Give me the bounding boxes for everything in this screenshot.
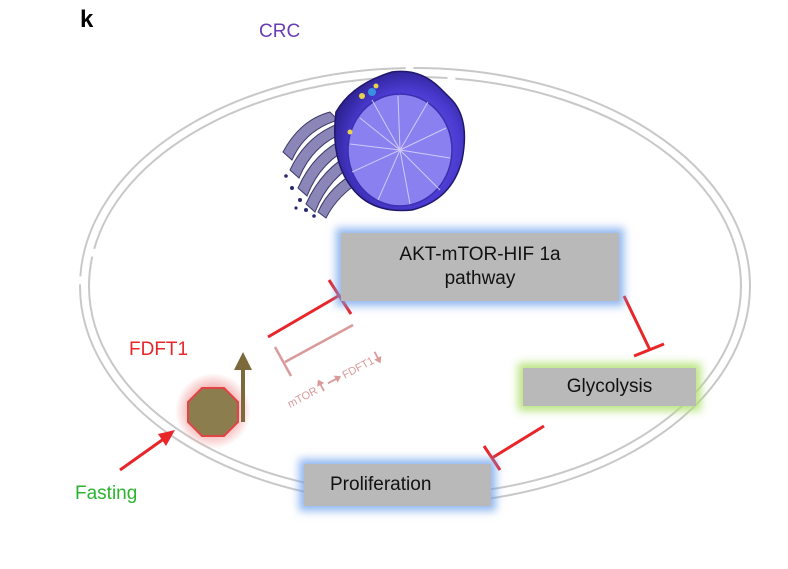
annotation-mtor: mTOR xyxy=(286,385,320,411)
akt-box-line2: pathway xyxy=(444,268,516,289)
proliferation-label: Proliferation xyxy=(330,474,432,495)
crc-label: CRC xyxy=(259,21,301,42)
cell-organelle-illustration-icon xyxy=(282,70,466,219)
feedback-annotation: mTOR FDFT1 xyxy=(286,351,382,411)
fasting-arrow xyxy=(119,430,175,472)
inhibition-to-akt xyxy=(267,279,353,339)
inhibition-glycolysis-proliferation xyxy=(482,424,545,471)
glycolysis-label: Glycolysis xyxy=(566,376,653,397)
proliferation-box: Proliferation xyxy=(304,464,491,506)
faded-inhibition xyxy=(273,323,354,377)
annotation-up-arrow-icon xyxy=(317,379,325,392)
glycolysis-box: Glycolysis xyxy=(523,368,696,406)
fdft1-label: FDFT1 xyxy=(129,339,189,360)
upregulation-arrow-icon xyxy=(234,352,252,422)
akt-box-line1: AKT-mTOR-HIF 1a xyxy=(399,244,561,265)
panel-label: k xyxy=(80,6,94,33)
inhibition-akt-glycolysis xyxy=(622,295,665,358)
annotation-right-arrow-icon xyxy=(327,375,342,385)
akt-mtor-hif-box: AKT-mTOR-HIF 1a pathway xyxy=(341,233,619,301)
fasting-label: Fasting xyxy=(75,483,138,504)
annotation-fdft1: FDFT1 xyxy=(341,355,377,382)
fdft1-molecule-icon xyxy=(175,373,251,449)
annotation-down-arrow-icon xyxy=(373,351,382,364)
